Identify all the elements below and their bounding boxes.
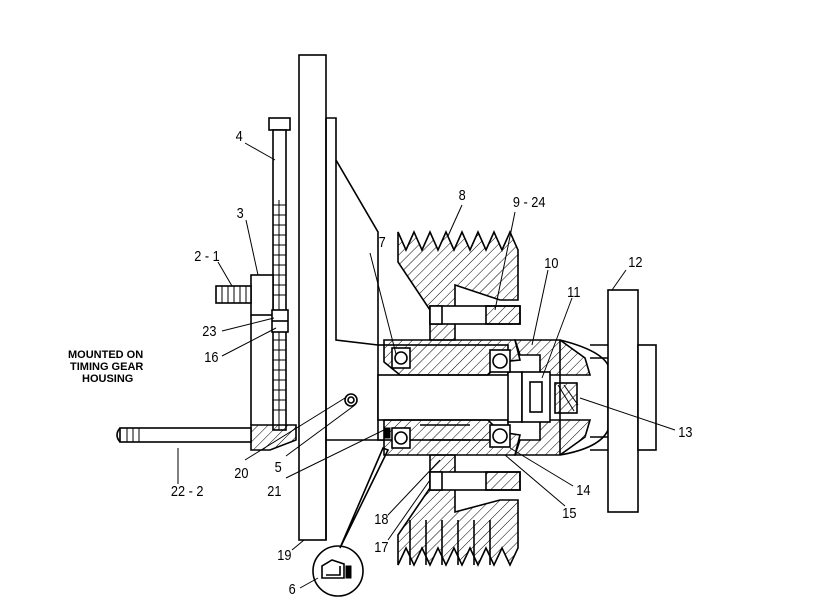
- mount-note-line1: MOUNTED ON: [68, 349, 143, 361]
- callout-16: 16: [204, 348, 218, 365]
- callout-17: 17: [374, 538, 388, 555]
- callout-8: 8: [459, 186, 466, 203]
- mounting-plate: [298, 54, 384, 541]
- callout-20: 20: [234, 464, 248, 481]
- lower-pulley: [397, 454, 521, 567]
- callout-6: 6: [289, 580, 296, 597]
- callout-3: 3: [237, 204, 244, 221]
- shaft-hub: [377, 339, 523, 456]
- callout-14: 14: [576, 481, 590, 498]
- callout-15: 15: [562, 504, 576, 521]
- seal-detail: [312, 545, 364, 597]
- callout-9-24: 9 - 24: [513, 193, 546, 210]
- callout-23: 23: [202, 322, 216, 339]
- callout-12: 12: [628, 253, 642, 270]
- callout-4: 4: [236, 127, 243, 144]
- callout-11: 11: [567, 283, 580, 300]
- mount-note-line2: TIMING GEAR: [70, 361, 143, 373]
- callout-13: 13: [678, 423, 692, 440]
- callout-5: 5: [275, 458, 282, 475]
- callout-2-1: 2 - 1: [194, 247, 220, 264]
- adjusting-bracket: [116, 117, 297, 451]
- leader-lines: [177, 142, 676, 589]
- callout-19: 19: [277, 546, 291, 563]
- bolt-thread: [273, 200, 286, 430]
- flange: [590, 289, 657, 513]
- callout-22-2: 22 - 2: [171, 482, 204, 499]
- callout-10: 10: [544, 254, 558, 271]
- callout-18: 18: [374, 510, 388, 527]
- mount-note-line3: HOUSING: [82, 373, 133, 385]
- end-cap: [513, 339, 609, 456]
- callout-7: 7: [379, 233, 386, 250]
- callout-21: 21: [267, 482, 281, 499]
- upper-pulley: [397, 230, 521, 341]
